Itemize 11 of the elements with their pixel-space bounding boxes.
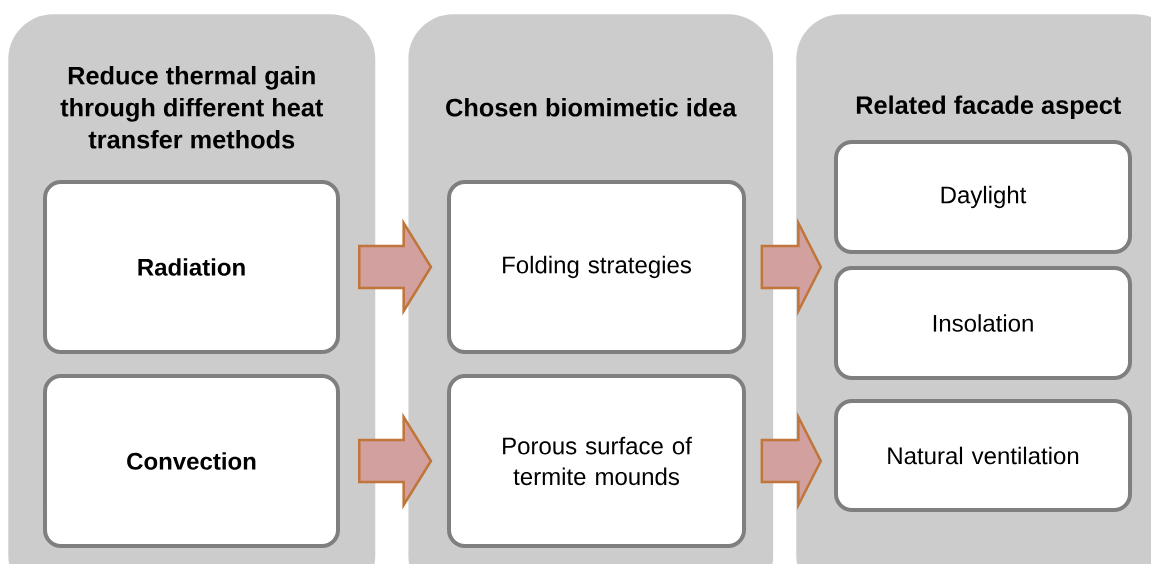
block-arrow [760, 217, 823, 317]
process-box: Insolation [834, 266, 1132, 380]
process-box: Natural ventilation [834, 399, 1132, 512]
block-arrow [358, 218, 433, 316]
block-arrow [760, 411, 823, 511]
process-box: Porous surface of termite mounds [447, 374, 746, 548]
process-box: Convection [43, 374, 340, 548]
process-box: Radiation [43, 180, 340, 354]
block-arrow [358, 412, 433, 510]
process-box: Daylight [834, 140, 1132, 254]
process-box: Folding strategies [447, 180, 746, 354]
